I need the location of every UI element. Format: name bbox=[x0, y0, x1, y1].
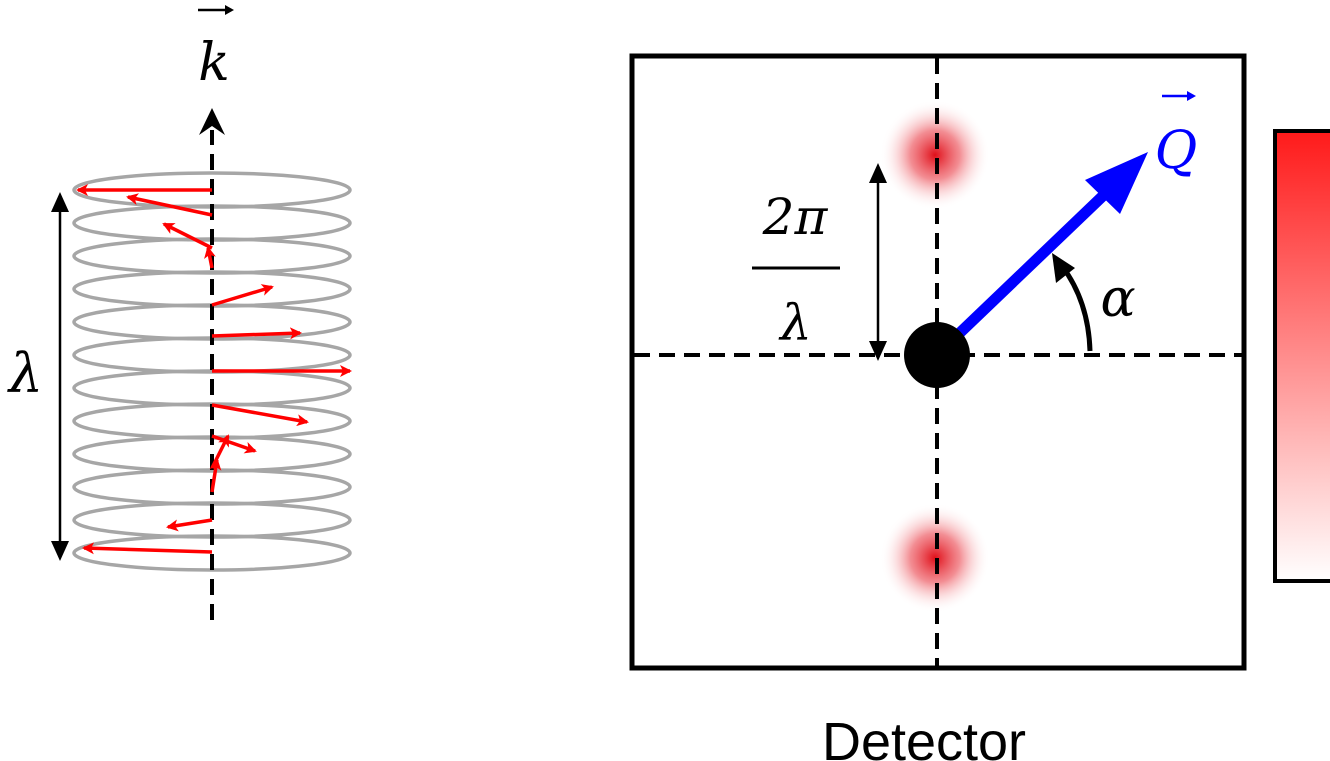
spin-arrow bbox=[126, 193, 213, 217]
k-axis-arrowhead bbox=[199, 108, 225, 135]
q-vector-arrowhead bbox=[1085, 152, 1148, 214]
scale-denominator: λ bbox=[778, 294, 812, 352]
q-vector bbox=[940, 187, 1112, 352]
spin-arrows bbox=[76, 184, 352, 555]
q-vector-overarrow bbox=[1162, 91, 1196, 101]
wavelength-label: λ bbox=[7, 342, 43, 405]
peak-top bbox=[880, 100, 990, 210]
scale-numerator: 2π bbox=[762, 188, 829, 246]
spin-arrow bbox=[211, 403, 309, 427]
angle-arc-arrowhead bbox=[1052, 253, 1075, 283]
colorbar bbox=[1273, 129, 1330, 583]
spin-arrow bbox=[166, 518, 213, 532]
spin-arrow bbox=[211, 327, 302, 340]
spin-arrow bbox=[211, 284, 274, 307]
detector-label: Detector bbox=[822, 712, 1026, 761]
k-vector-overarrow bbox=[198, 5, 234, 15]
q-vector-label: Q bbox=[1155, 121, 1198, 181]
scale-arrow bbox=[869, 163, 887, 361]
origin-dot bbox=[904, 322, 970, 388]
spin-arrow bbox=[204, 246, 216, 269]
wavelength-arrow bbox=[51, 192, 69, 561]
spin-arrow bbox=[82, 542, 213, 555]
angle-label: α bbox=[1100, 269, 1135, 329]
spin-arrow bbox=[209, 458, 222, 493]
spin-arrow bbox=[210, 434, 230, 469]
spin-arrow bbox=[162, 222, 213, 250]
k-vector-label: k bbox=[198, 33, 230, 93]
